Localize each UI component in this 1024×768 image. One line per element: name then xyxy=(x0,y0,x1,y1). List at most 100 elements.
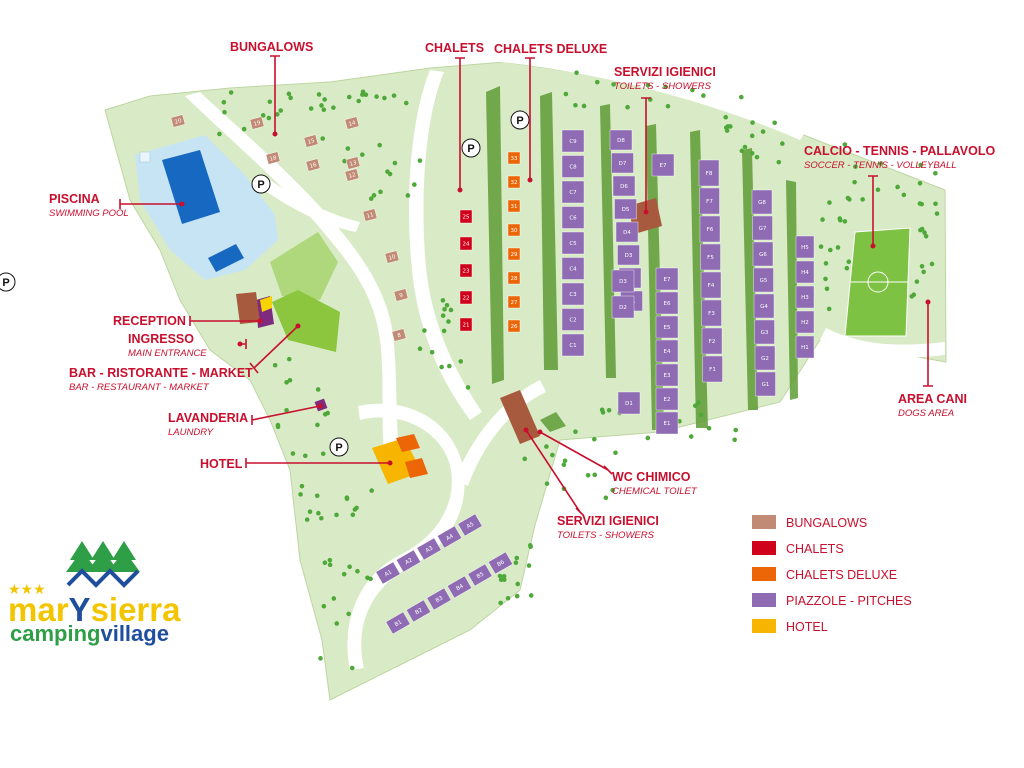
pitch-unit[interactable]: H5 xyxy=(795,235,815,259)
chalet-unit[interactable]: 22 xyxy=(459,290,473,305)
pitch-unit[interactable]: F2 xyxy=(701,327,723,355)
pitch-unit[interactable]: E1 xyxy=(655,411,679,435)
pitch-unit[interactable]: E7 xyxy=(655,267,679,291)
label-piscina: PISCINA xyxy=(49,192,100,206)
pitch-unit[interactable]: E2 xyxy=(655,387,679,411)
svg-text:G5: G5 xyxy=(760,278,768,284)
pitch-unit[interactable]: A1 xyxy=(375,561,401,585)
pitch-unit[interactable]: H3 xyxy=(795,285,815,309)
sports-field xyxy=(844,227,911,337)
bungalow-unit[interactable]: 15 xyxy=(303,134,319,148)
bungalow-unit[interactable]: 18 xyxy=(265,151,281,165)
pitch-unit[interactable]: G6 xyxy=(752,241,774,267)
svg-text:P: P xyxy=(257,179,264,191)
pitch-unit[interactable]: F7 xyxy=(699,187,720,215)
pitch-unit[interactable]: D3 xyxy=(617,244,640,266)
legend-item: BUNGALOWS xyxy=(752,515,867,530)
pitch-unit[interactable]: B1 xyxy=(385,611,411,635)
chalet-unit[interactable]: 24 xyxy=(459,236,473,251)
pitch-unit[interactable]: C2 xyxy=(561,308,585,331)
pitch-unit[interactable]: G4 xyxy=(753,293,775,319)
pitch-unit[interactable]: C7 xyxy=(561,180,585,204)
chalet-deluxe-unit[interactable]: 31 xyxy=(507,199,521,213)
pitch-unit[interactable]: F6 xyxy=(699,215,721,243)
pitch-unit[interactable]: F3 xyxy=(701,299,722,327)
pitch-unit[interactable]: D6 xyxy=(612,175,636,197)
chalet-deluxe-unit[interactable]: 28 xyxy=(507,271,521,285)
pitch-unit[interactable]: H4 xyxy=(795,260,815,284)
pitch-unit[interactable]: D7 xyxy=(611,152,634,174)
chalet-unit[interactable]: 23 xyxy=(459,263,473,278)
pitch-unit[interactable]: G1 xyxy=(755,371,776,397)
bungalow-unit[interactable]: 19 xyxy=(249,116,265,130)
chalet-unit[interactable]: 21 xyxy=(459,317,473,332)
pitch-unit[interactable]: D5 xyxy=(614,198,637,220)
bungalow-unit[interactable]: 12 xyxy=(344,168,360,182)
pitch-unit[interactable]: G5 xyxy=(753,267,774,293)
pitch-unit[interactable]: C4 xyxy=(561,257,585,280)
bungalow-unit[interactable]: 20 xyxy=(170,114,186,128)
pitch-unit[interactable]: F8 xyxy=(698,159,720,187)
svg-text:B5: B5 xyxy=(476,571,486,580)
pitch-unit[interactable]: D8 xyxy=(609,129,633,151)
pitch-unit[interactable]: C8 xyxy=(561,155,585,178)
pitch-unit[interactable]: B5 xyxy=(467,563,493,587)
pitch-unit[interactable]: E4 xyxy=(655,339,679,363)
svg-text:G7: G7 xyxy=(759,226,767,232)
svg-text:F7: F7 xyxy=(706,199,713,205)
pitch-unit[interactable]: E7 xyxy=(651,153,675,177)
pitch-unit[interactable]: H2 xyxy=(795,310,815,334)
chalet-deluxe-unit[interactable]: 30 xyxy=(507,223,521,237)
parking-icon: P xyxy=(251,174,271,194)
pitch-unit[interactable]: A2 xyxy=(396,549,421,573)
label-servizi-1: SERVIZI IGIENICI xyxy=(614,65,716,79)
pitch-unit[interactable]: C1 xyxy=(561,333,585,357)
chalet-deluxe-unit[interactable]: 29 xyxy=(507,247,521,261)
bungalow-unit[interactable]: 8 xyxy=(391,328,407,342)
pitch-unit[interactable]: A4 xyxy=(437,525,462,549)
pitch-unit[interactable]: A3 xyxy=(416,537,442,561)
pitch-unit[interactable]: G7 xyxy=(752,215,773,241)
pitch-unit[interactable]: B3 xyxy=(426,587,452,611)
svg-text:G8: G8 xyxy=(758,200,766,206)
bungalow-unit[interactable]: 9 xyxy=(393,288,409,302)
svg-text:32: 32 xyxy=(511,180,518,186)
pitch-unit[interactable]: F4 xyxy=(700,271,722,299)
pitch-unit[interactable]: G3 xyxy=(754,319,775,345)
pitch-unit[interactable]: C5 xyxy=(561,231,585,255)
pitch-unit[interactable]: D3 xyxy=(611,269,635,293)
pitch-unit[interactable]: D1 xyxy=(617,391,641,415)
chalet-deluxe-unit[interactable]: 26 xyxy=(507,319,521,333)
bungalow-unit[interactable]: 11 xyxy=(362,208,378,222)
logo-wave-icon xyxy=(66,568,140,588)
chalet-unit[interactable]: 25 xyxy=(459,209,473,224)
legend-swatch xyxy=(752,593,776,607)
pitch-unit[interactable]: G2 xyxy=(754,345,776,371)
pitch-unit[interactable]: G8 xyxy=(751,189,773,215)
bungalow-unit[interactable]: 13 xyxy=(345,156,361,170)
bungalow-unit[interactable]: 16 xyxy=(305,158,321,172)
bungalow-unit[interactable]: 14 xyxy=(344,116,360,130)
pitch-unit[interactable]: C3 xyxy=(561,282,585,306)
chalet-deluxe-unit[interactable]: 33 xyxy=(507,151,521,165)
bungalow-unit[interactable]: 10 xyxy=(384,250,400,264)
pitch-unit[interactable]: B4 xyxy=(447,575,472,599)
pitch-unit[interactable]: D4 xyxy=(615,221,639,243)
chalet-deluxe-unit[interactable]: 27 xyxy=(507,295,521,309)
pitch-unit[interactable]: C9 xyxy=(561,129,585,153)
pitch-unit[interactable]: E5 xyxy=(655,315,679,339)
pitch-unit[interactable]: D2 xyxy=(611,295,635,319)
svg-text:18: 18 xyxy=(269,155,278,163)
pitch-unit[interactable]: B6 xyxy=(488,551,513,575)
svg-text:19: 19 xyxy=(253,120,262,128)
pitch-unit[interactable]: B2 xyxy=(406,599,431,623)
svg-text:E7: E7 xyxy=(664,277,671,283)
chalet-deluxe-unit[interactable]: 32 xyxy=(507,175,521,189)
pitch-unit[interactable]: E3 xyxy=(655,363,679,387)
pitch-unit[interactable]: F5 xyxy=(700,243,721,271)
pitch-unit[interactable]: C6 xyxy=(561,206,585,229)
pitch-unit[interactable]: E6 xyxy=(655,291,679,315)
pitch-unit[interactable]: H1 xyxy=(795,335,815,359)
pitch-unit[interactable]: F1 xyxy=(702,355,723,383)
pitch-unit[interactable]: A5 xyxy=(457,513,483,537)
